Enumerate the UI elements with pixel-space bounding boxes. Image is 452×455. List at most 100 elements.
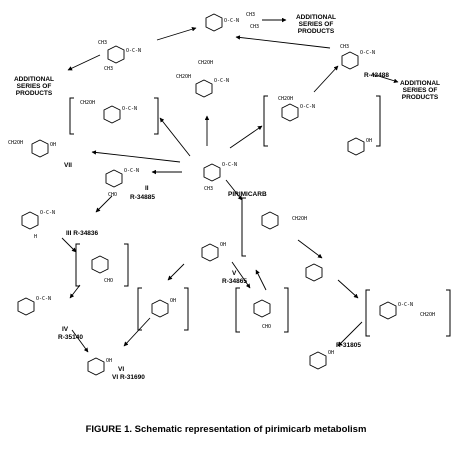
ring-ch2oh-bracket (261, 211, 279, 230)
sub-pirimicarb-carbamate: O-C-N (222, 162, 237, 168)
label-r42488: R-42488 (364, 72, 389, 79)
ring-pirimicarb (203, 163, 221, 182)
label-additional-series-right: ADDITIONAL SERIES OF PRODUCTS (399, 80, 441, 101)
label-vi: VI (118, 366, 125, 373)
label-v: V (232, 270, 237, 277)
ring-r31805 (309, 351, 327, 370)
ring-bracket-left (103, 105, 121, 124)
label-r35140: R-35140 (58, 334, 83, 341)
arrow-bracket-right-to-r42488 (313, 65, 339, 93)
ring-iv (17, 297, 35, 316)
arrow-bracket-oh-to-vi (123, 317, 151, 347)
bracket-r34865-open (235, 287, 240, 333)
arrow-r42488-to-additional (371, 73, 399, 83)
bracket-r34865-close (284, 287, 289, 333)
sub-vii-ch2oh: CH2OH (8, 140, 23, 146)
sub-v-oh: OH (220, 242, 226, 248)
label-r31805: R-31805 (336, 342, 361, 349)
arrow-bracket-right-to-r31805 (337, 321, 363, 347)
arrow-pirimicarb-to-bracket-right (229, 125, 263, 149)
figure-caption: FIGURE 1. Schematic representation of pi… (85, 424, 367, 435)
arrow-ii-to-iii (95, 195, 113, 213)
sub-r42488-carbamate: O-C-N (360, 50, 375, 56)
sub-vii-oh: OH (50, 142, 56, 148)
sub-ii-carbamate: O-C-N (124, 168, 139, 174)
sub-ii-cho: CHO (108, 192, 117, 198)
sub-far-right-carbamate: O-C-N (398, 302, 413, 308)
pyrimidine-rings (17, 13, 397, 376)
sub-top-left-ch3: CH3 (98, 40, 107, 46)
bracket-far-right-close (446, 289, 451, 337)
arrow-pirimicarb-to-bracket-left (159, 117, 191, 157)
sub-vi-oh: OH (106, 358, 112, 364)
bracket-ch2oh-open (241, 197, 246, 257)
ring-far-right (379, 301, 397, 320)
sub-right-bracket-carbamate: O-C-N (300, 104, 315, 110)
ring-vii (31, 139, 49, 158)
label-vii: VII (64, 162, 72, 169)
label-r34885: R-34885 (130, 194, 155, 201)
ring-bracket-right-a (281, 103, 299, 122)
bracket-right-1-close (376, 95, 381, 147)
sub-ch2oh-bracket-ch2oh: CH2OH (292, 216, 307, 222)
sub-center-ch2oh-top: CH2OH (198, 60, 213, 66)
sub-left-bracket-ch2oh: CH2OH (80, 100, 95, 106)
arrow-bracket-cho-to-iv (69, 284, 81, 299)
arrow-amine-to-bracket-right (337, 279, 359, 299)
arrow-v-to-bracket-oh (167, 263, 185, 281)
bracket-oh-close (184, 287, 189, 331)
label-iv: IV (62, 326, 69, 333)
sub-top-left-ch3b: CH3 (104, 66, 113, 72)
sub-r42488-ch3: CH3 (340, 44, 349, 50)
label-ii: II (145, 185, 149, 192)
arrow-r34865-to-bracket (231, 261, 251, 289)
bracket-cho-open (75, 243, 80, 287)
ring-iii (21, 211, 39, 230)
ring-r34865-bracket (253, 299, 271, 318)
ring-bracket-right-b (347, 137, 365, 156)
label-r31690: VI R-31690 (112, 374, 145, 381)
sub-r31805-oh: OH (328, 350, 334, 356)
bracket-left-1 (69, 97, 74, 135)
ring-top-center (205, 13, 223, 32)
sub-center-carbamate: O-C-N (214, 78, 229, 84)
bracket-left-1-close (154, 97, 159, 135)
label-iii-r34836: III R-34836 (66, 230, 99, 237)
arrow-top-left-to-top-center (156, 27, 197, 41)
sub-right-bracket-oh: OH (366, 138, 372, 144)
arrow-iii-to-bracket-cho (61, 237, 77, 253)
sub-top-center-carbamate: O-C-N (224, 18, 239, 24)
sub-top-center-ch3b: CH3 (250, 24, 259, 30)
arrow-bracket-cho-right-to-r34865 (255, 269, 267, 291)
sub-r34865-bracket-cho: CHO (262, 324, 271, 330)
sub-cho-bracket-cho: CHO (104, 278, 113, 284)
ring-ch2oh-center (195, 79, 213, 98)
bracket-cho-close (124, 243, 129, 287)
bracket-far-right-open (365, 289, 370, 337)
arrow-right-to-top-center (235, 35, 331, 49)
label-r34865: R-34865 (222, 278, 247, 285)
sub-far-right-ch2oh: CH2OH (420, 312, 435, 318)
reaction-arrows (61, 17, 399, 353)
sub-iii-carbamate: O-C-N (40, 210, 55, 216)
sub-right-bracket-ch2oh: CH2OH (278, 96, 293, 102)
arrow-bracket-ch2oh-to-amine (297, 239, 323, 259)
bracket-right-1 (263, 95, 268, 147)
substituent-labels: O-C-N CH3 CH3 CH3 O-C-N CH3 CH2OH CH2OH … (8, 12, 435, 364)
brackets (69, 95, 451, 337)
ring-oh-bracket (151, 299, 169, 318)
ring-ii (105, 169, 123, 188)
ring-vi (87, 357, 105, 376)
sub-pirimicarb-ch3: CH3 (204, 186, 213, 192)
bracket-oh-open (137, 287, 142, 331)
ring-top-left (107, 45, 125, 64)
sub-center-ch2oh: CH2OH (176, 74, 191, 80)
arrow-pirimicarb-to-bracket-ch2oh (225, 179, 243, 201)
sub-top-left-carbamate: O-C-N (126, 48, 141, 54)
ring-r42488 (341, 51, 359, 70)
sub-iii-h: H (34, 234, 37, 240)
sub-oh-bracket-oh: OH (170, 298, 176, 304)
sub-left-bracket-carbamate: O-C-N (122, 106, 137, 112)
ring-v (201, 243, 219, 262)
